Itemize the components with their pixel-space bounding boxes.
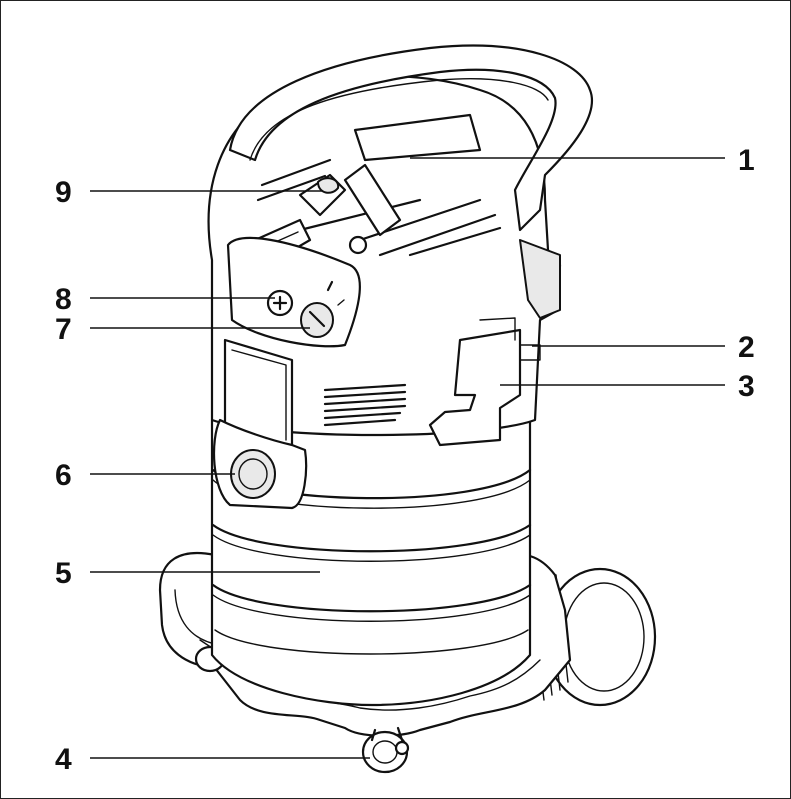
callout-6: 6 xyxy=(55,459,72,492)
callout-1: 1 xyxy=(738,144,755,177)
callout-9: 9 xyxy=(55,176,72,209)
callout-8: 8 xyxy=(55,283,72,316)
callout-3: 3 xyxy=(738,370,755,403)
callout-leaders xyxy=(90,157,725,759)
callout-7: 7 xyxy=(55,313,72,346)
callout-labels: 1 9 8 7 2 3 6 5 4 xyxy=(55,144,755,776)
cable-hook xyxy=(428,317,522,447)
callout-5: 5 xyxy=(55,557,72,590)
hose-inlet-door xyxy=(212,338,308,510)
callout-4: 4 xyxy=(55,743,72,776)
callout-2: 2 xyxy=(738,331,755,364)
vent-slots xyxy=(323,383,407,427)
carrying-handle-loop xyxy=(228,44,593,257)
